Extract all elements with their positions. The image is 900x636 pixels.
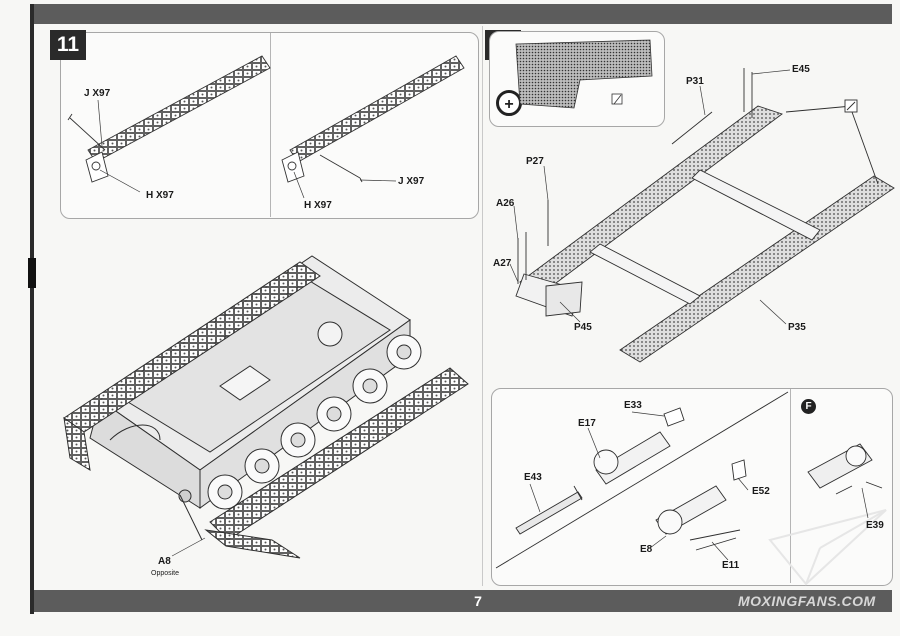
zoom-in-icon: + [496,90,522,116]
bottom-border-bar [34,590,892,612]
step-11-number: 11 [50,30,86,60]
step12-option-separator [790,389,791,583]
zoom-inset-mesh-detail [515,39,653,109]
label-p27: P27 [526,156,544,167]
label-e39: E39 [866,520,884,531]
callout-leader-lines [97,69,869,561]
label-a8: A8 [158,556,171,567]
label-e45: E45 [792,64,810,75]
label-h-x97-left: H X97 [146,190,174,201]
left-binding-edge [30,4,34,614]
label-e33: E33 [624,400,642,411]
label-j-x97-left: J X97 [84,88,111,99]
label-e17: E17 [578,418,596,429]
label-p35: P35 [788,322,806,333]
left-edge-mark [28,258,36,288]
step12-subassembly-box [491,388,893,586]
column-divider [482,26,483,586]
label-e11: E11 [722,560,740,571]
track-segment-left [67,55,271,183]
label-j-x97-right: J X97 [398,176,425,187]
step11-detail-box [60,32,479,219]
page-number: 7 [474,593,482,609]
subassembly-parts [495,391,883,569]
watermark-logo-icon [768,509,887,586]
label-e43: E43 [524,472,542,483]
label-a8-opposite: Opposite [151,570,180,577]
watermark-text: MOXINGFANS.COM [738,593,876,609]
hull-assembly [63,255,469,559]
step11-detail-separator [270,33,271,217]
label-h-x97-right: H X97 [304,200,332,211]
label-a27: A27 [493,258,512,269]
track-segment-right [281,55,465,183]
option-f-badge: F [801,399,816,414]
label-e8: E8 [640,544,653,555]
label-p45: P45 [574,322,592,333]
label-p31: P31 [686,76,704,87]
top-border-bar [34,4,892,24]
label-e52: E52 [752,486,770,497]
label-a26: A26 [496,198,515,209]
grille-rails [515,68,895,363]
